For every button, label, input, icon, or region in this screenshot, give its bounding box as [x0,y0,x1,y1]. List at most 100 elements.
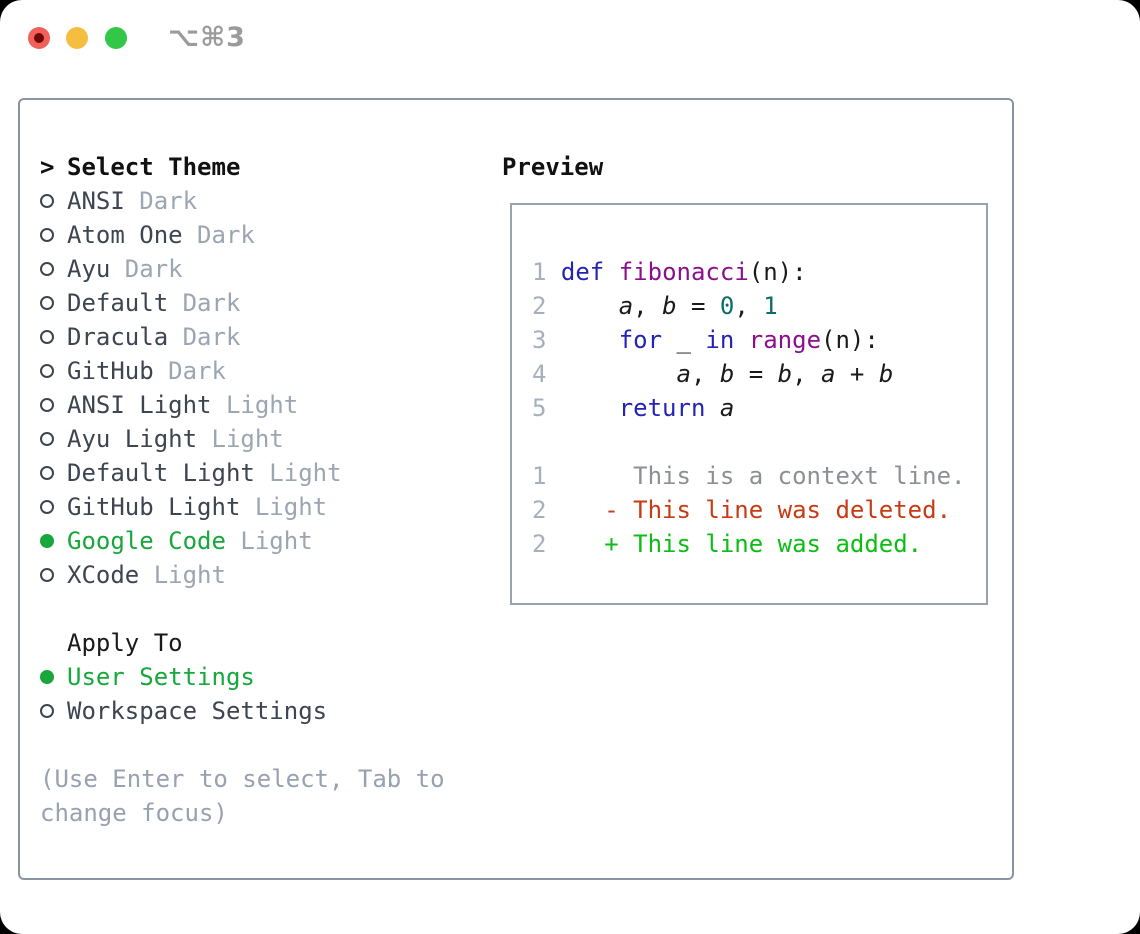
code-blank-line [532,425,966,459]
zoom-button-icon[interactable] [105,27,127,49]
radio-unselected-icon [40,704,54,718]
radio-unselected-icon [40,296,54,310]
select-theme-header-row: > Select Theme [40,150,480,184]
theme-option-dracula[interactable]: Dracula Dark [40,320,480,354]
code-segment-txt: , [633,292,663,320]
code-segment-kw: return [618,394,706,422]
option-label: Atom One [67,221,183,249]
theme-option-ayu[interactable]: Ayu Dark [40,252,480,286]
code-segment-txt: + [835,360,879,388]
code-line: 2 a, b = 0, 1 [532,289,966,323]
code-segment-txt [546,360,676,388]
radio-cell [40,704,67,718]
radio-unselected-icon [40,194,54,208]
option-label: GitHub Light [67,493,241,521]
minimize-button-icon[interactable] [66,27,88,49]
radio-cell [40,432,67,446]
code-segment-ln: 5 [532,394,547,422]
code-segment-txt [705,394,719,422]
code-segment-txt: , [734,292,764,320]
code-segment-ln: 3 [532,326,547,354]
radio-cell [40,296,67,310]
option-variant-label: Dark [124,187,198,215]
theme-option-github[interactable]: GitHub Dark [40,354,480,388]
code-line: 1 This is a context line. [532,459,966,493]
code-segment-fn: range [748,326,822,354]
apply-option-user-settings[interactable]: User Settings [40,660,480,694]
option-variant-label: Dark [182,221,255,249]
theme-option-ansi[interactable]: ANSI Dark [40,184,480,218]
theme-option-github-light[interactable]: GitHub Light Light [40,490,480,524]
code-line: 3 for _ in range(n): [532,323,966,357]
code-line: 1 def fibonacci(n): [532,255,966,289]
theme-option-atom-one[interactable]: Atom One Dark [40,218,480,252]
code-segment-txt [546,496,604,524]
code-segment-num: 0 [719,292,735,320]
option-label: ANSI Light [67,391,212,419]
code-segment-txt: , [690,360,720,388]
radio-cell [40,670,67,684]
option-variant-label: Dark [168,323,241,351]
radio-unselected-icon [40,432,54,446]
apply-to-header-row: Apply To [40,626,480,660]
option-variant-label: Light [197,425,284,453]
code-line: 5 return a [532,391,966,425]
radio-cell [40,228,67,242]
spacer [40,728,480,762]
code-segment-txt: = [734,360,778,388]
theme-option-xcode[interactable]: XCode Light [40,558,480,592]
option-label: Ayu [67,255,111,283]
option-label: Default [67,289,169,317]
code-segment-txt [546,394,618,422]
apply-to-header: Apply To [67,629,183,657]
option-variant-label: Dark [110,255,183,283]
keyboard-hint-text: (Use Enter to select, Tab to change focu… [40,765,445,827]
code-segment-ln: 2 [532,530,547,558]
theme-option-ansi-light[interactable]: ANSI Light Light [40,388,480,422]
code-segment-kw: for [618,326,663,354]
code-line: 2 - This line was deleted. [532,493,966,527]
theme-option-default-light[interactable]: Default Light Light [40,456,480,490]
radio-cell [40,194,67,208]
code-segment-ctx: This is a context line. [633,462,966,490]
option-label: XCode [67,561,140,589]
theme-option-google-code[interactable]: Google Code Light [40,524,480,558]
option-variant-label: Dark [153,357,226,385]
code-segment-var: a [676,360,691,388]
code-segment-add: + This line was added. [604,530,923,558]
prompt-icon: > [40,153,55,181]
code-segment-txt [546,530,604,558]
option-variant-label: Light [139,561,226,589]
code-segment-var: b [662,292,677,320]
apply-option-workspace-settings[interactable]: Workspace Settings [40,694,480,728]
code-segment-txt [546,292,618,320]
option-label: Ayu Light [67,425,198,453]
option-variant-label: Light [211,391,299,419]
code-segment-var: b [719,360,735,388]
code-segment-ln: 2 [532,292,547,320]
code-segment-txt [734,326,748,354]
radio-unselected-icon [40,398,54,412]
code-segment-txt [546,258,560,286]
code-segment-kw: def [560,258,605,286]
radio-cell [40,466,67,480]
close-button-icon[interactable] [28,27,50,49]
titlebar: ⌥⌘3 [0,0,1140,70]
radio-unselected-icon [40,500,54,514]
theme-option-ayu-light[interactable]: Ayu Light Light [40,422,480,456]
radio-cell [40,364,67,378]
code-segment-kw: in [705,326,735,354]
option-label: User Settings [67,663,255,691]
code-line: 2 + This line was added. [532,527,966,561]
code-segment-ln: 4 [532,360,547,388]
radio-unselected-icon [40,364,54,378]
theme-option-default[interactable]: Default Dark [40,286,480,320]
code-segment-fn: fibonacci [618,258,749,286]
